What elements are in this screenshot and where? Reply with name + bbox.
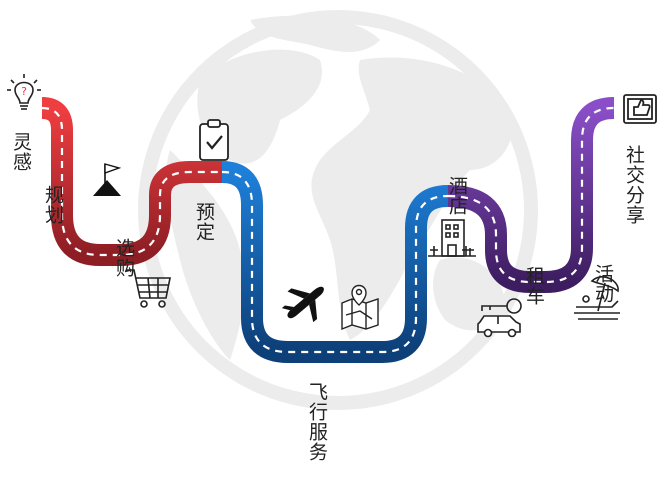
- flag-mountain-icon: [93, 163, 122, 196]
- stage-label-social: 社交分享: [623, 145, 645, 225]
- shopping-cart-icon: [126, 269, 171, 308]
- map-pin-icon: [341, 284, 379, 331]
- globe-icon: [138, 10, 538, 410]
- stage-label-rental: 租车: [523, 266, 545, 306]
- road-red-segment: [41, 97, 222, 266]
- stage-label-planning: 规划: [42, 185, 64, 225]
- road-purple-segment: [447, 97, 615, 293]
- stage-label-flight: 飞行服务: [306, 382, 328, 462]
- like-screen-icon: [623, 94, 657, 124]
- stage-label-shopping: 选购: [113, 238, 135, 278]
- hotel-building-icon: [428, 219, 476, 257]
- car-key-icon: [477, 298, 522, 338]
- beach-umbrella-icon: [574, 276, 620, 320]
- clipboard-check-icon: [199, 119, 229, 161]
- stage-label-inspiration: 灵感: [10, 132, 32, 172]
- stage-label-activities: 活动: [592, 264, 614, 304]
- svg-text:?: ?: [21, 85, 27, 98]
- airplane-icon: [281, 286, 324, 323]
- road-blue-segment: [221, 161, 449, 363]
- lightbulb-question-icon: ?: [7, 74, 41, 110]
- stage-label-hotel: 酒店: [446, 176, 468, 216]
- stage-label-booking: 预定: [193, 202, 215, 242]
